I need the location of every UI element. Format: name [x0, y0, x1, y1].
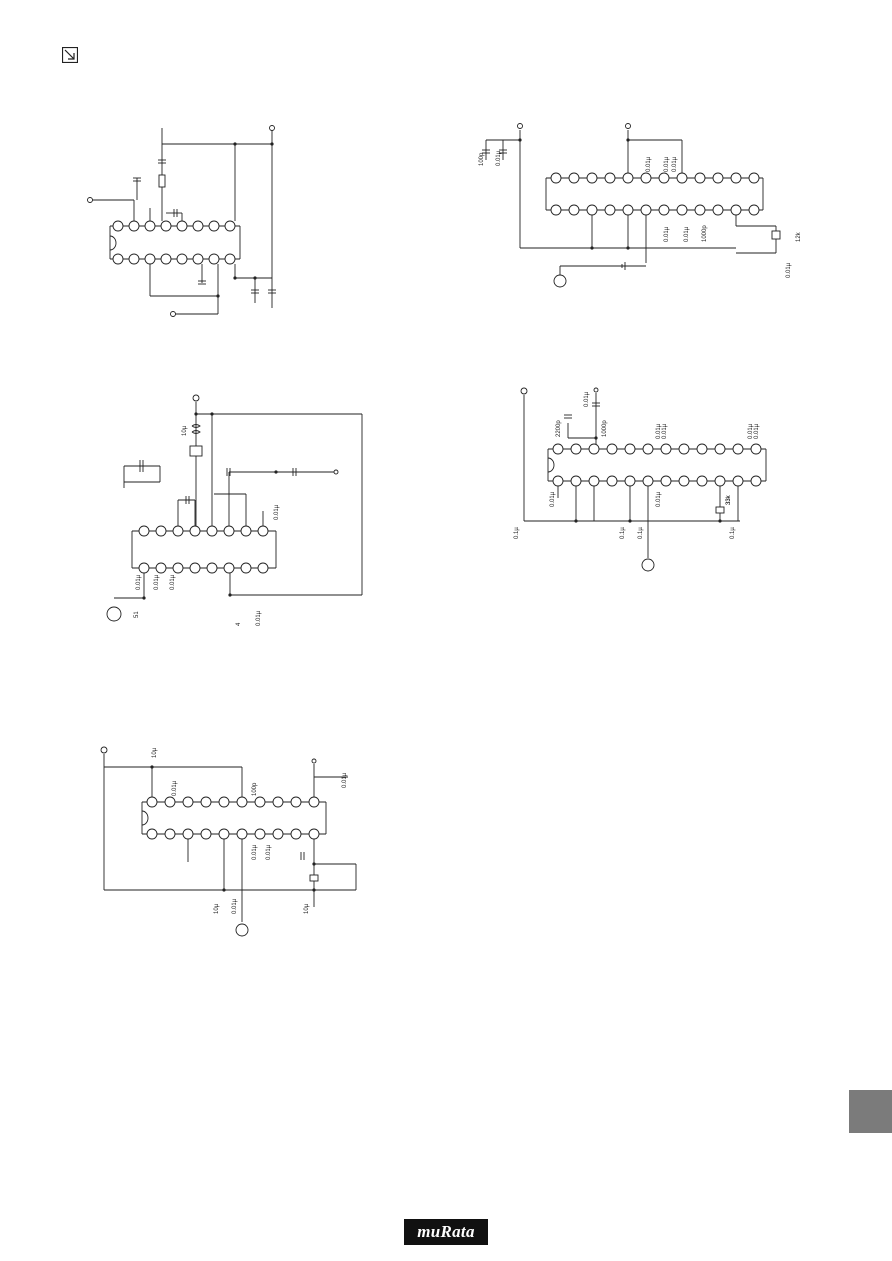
ic-outline	[131, 530, 277, 569]
component-label: 4	[236, 622, 242, 626]
circuit-diagram-5: 0.01µ 0.01µ 100p 0.01µ 0.01µ 10µ 10µ 0.0…	[100, 746, 357, 937]
circuit-diagram-4: 0.01µ 2200p 1000p 0.01µ 0.01µ 0.01µ 0.01…	[514, 387, 767, 572]
component-label: 0.01µ	[342, 772, 348, 788]
component-label: 51	[134, 611, 140, 618]
component-label: 0.1µ	[730, 527, 736, 539]
components	[133, 142, 276, 298]
component-label: 100p	[252, 782, 258, 796]
component-label: 0.01µ	[172, 780, 178, 796]
component-label: 0.01µ	[136, 574, 142, 590]
signal-source-icon	[235, 923, 249, 937]
component-label: 0.01µ	[748, 423, 754, 439]
output-terminal	[269, 125, 275, 131]
component-label: 2200p	[556, 420, 562, 437]
ic-outline	[545, 177, 764, 211]
wiring	[485, 130, 777, 276]
components	[150, 765, 319, 937]
component-label: 0.1µ	[514, 527, 520, 539]
power-terminal	[192, 394, 200, 402]
component-label: 0.01µ	[496, 150, 502, 166]
component-label: 0.01µ	[656, 423, 662, 439]
signal-source-icon	[553, 274, 567, 288]
component-label: 33k	[726, 494, 732, 505]
component-label: 0.01µ	[664, 156, 670, 172]
component-label: 12k	[796, 231, 802, 242]
circuit-diagram-2: 100p 0.01µ 0.01µ 0.01µ 0.01µ 0.01µ 1000p…	[479, 123, 802, 288]
circuit-diagram-1	[87, 125, 276, 317]
ic-pins	[550, 172, 760, 216]
component-label: 10µ	[304, 903, 310, 914]
ic-pins	[138, 525, 269, 574]
ic-outline	[547, 448, 767, 482]
components	[564, 402, 725, 572]
component-label: 0.01µ	[646, 156, 652, 172]
component-label: 0.01µ	[656, 491, 662, 507]
component-label: 1000p	[702, 225, 708, 242]
ic-pins	[552, 443, 762, 487]
ic-pins	[112, 220, 236, 265]
component-label: 0.01µ	[664, 226, 670, 242]
signal-source-icon	[641, 558, 655, 572]
output-terminal	[170, 311, 176, 317]
component-label: 0.01µ	[266, 844, 272, 860]
component-label: 0.01µ	[154, 574, 160, 590]
diagonal-arrow-box-icon	[62, 47, 78, 63]
output-terminal	[333, 469, 339, 475]
ic-pins	[146, 796, 320, 840]
component-label: 0.01µ	[684, 226, 690, 242]
component-label: 0.1µ	[638, 527, 644, 539]
component-label: 0.01µ	[274, 504, 280, 520]
signal-source-icon	[106, 606, 122, 622]
circuit-diagram-3: 10µ 0.01µ 51 0.01µ 0.01µ 0.01µ 4 0.01µ	[106, 394, 363, 626]
components	[482, 138, 781, 288]
component-label: 0.01µ	[754, 423, 760, 439]
output-terminal	[311, 758, 317, 764]
component-label: 0.1µ	[620, 527, 626, 539]
component-label: 0.01µ	[550, 491, 556, 507]
component-label: 0.01µ	[672, 156, 678, 172]
side-index-tab	[849, 1090, 892, 1133]
component-label: 0.01µ	[170, 574, 176, 590]
wiring	[103, 754, 357, 922]
component-label: 0.01µ	[786, 262, 792, 278]
power-terminal	[520, 387, 528, 395]
component-label: 33k	[726, 494, 732, 505]
input-terminal	[87, 197, 93, 203]
component-label: 10µ	[182, 425, 188, 436]
output-terminal	[593, 387, 599, 393]
components	[106, 412, 297, 622]
component-label: 0.01µ	[584, 391, 590, 407]
component-label: 0.01µ	[232, 898, 238, 914]
component-label: 10µ	[152, 747, 158, 758]
component-label: 0.01µ	[256, 610, 262, 626]
component-label: 1000p	[602, 420, 608, 437]
ic-outline	[109, 225, 241, 260]
brand-logo: muRata	[404, 1219, 488, 1245]
component-label: 0.01µ	[252, 844, 258, 860]
power-terminal	[517, 123, 523, 129]
wiring	[114, 402, 363, 599]
wiring	[523, 393, 740, 558]
component-label: 100p	[479, 152, 485, 166]
component-label: 10µ	[214, 903, 220, 914]
power-terminal	[100, 746, 108, 754]
component-label: 0.01µ	[662, 423, 668, 439]
wiring	[90, 128, 273, 315]
output-terminal	[625, 123, 631, 129]
